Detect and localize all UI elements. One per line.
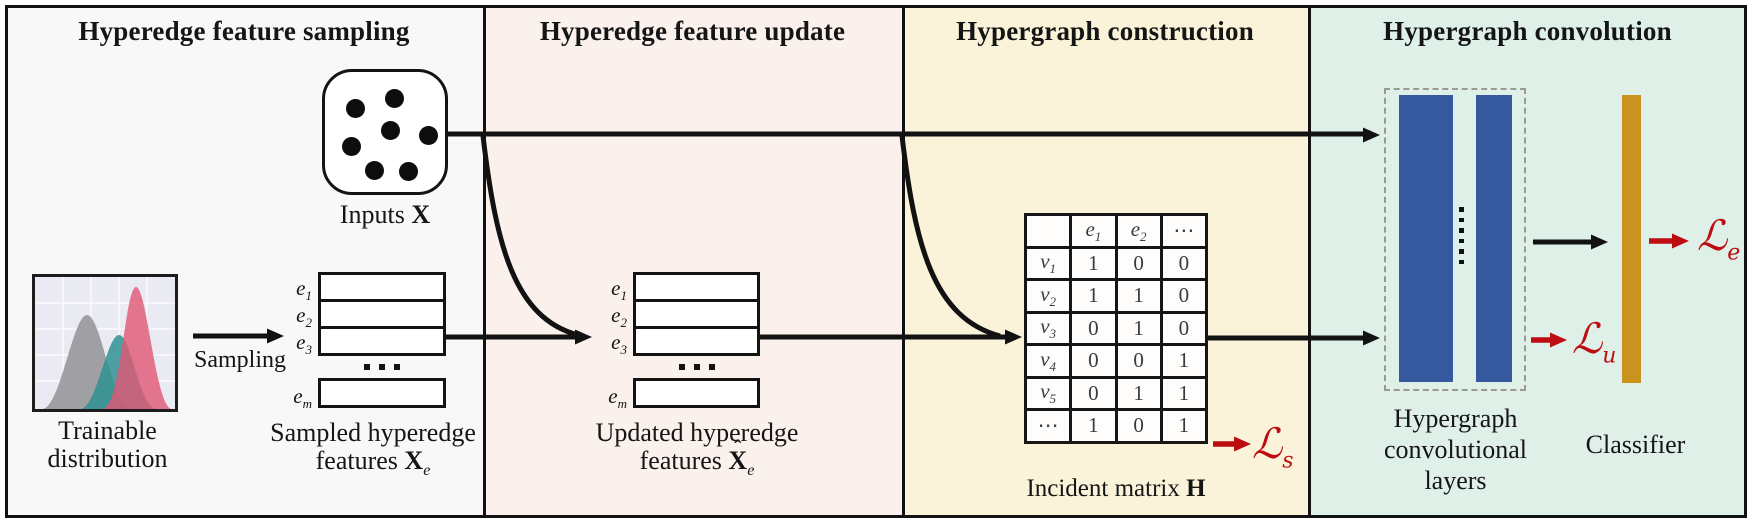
row-label-e2: e2 — [611, 303, 627, 331]
hyperedge-feature-row — [318, 326, 446, 356]
panel-title-construction: Hypergraph construction — [956, 16, 1254, 46]
inputs-label: Inputs X — [339, 200, 431, 229]
matrix-col-header: ⋯ — [1159, 213, 1209, 249]
matrix-cell: 1 — [1114, 310, 1163, 346]
sampled-features-caption: Sampled hyperedge features Xe — [270, 418, 476, 480]
matrix-row-label: v1 — [1023, 245, 1073, 281]
incident-matrix-caption: Incident matrix H — [1026, 475, 1206, 502]
loss-u-label: ℒu — [1572, 314, 1617, 369]
row-label-e3: e3 — [296, 330, 312, 358]
row-label-e1: e1 — [611, 276, 627, 304]
matrix-cell: 0 — [1114, 245, 1163, 281]
node-dot — [381, 121, 400, 140]
matrix-cell: 1 — [1114, 278, 1163, 314]
row-label-em: em — [293, 384, 312, 412]
matrix-row-label: v4 — [1023, 343, 1073, 379]
row-label-e2: e2 — [296, 303, 312, 331]
matrix-cell: 1 — [1069, 408, 1118, 444]
matrix-cell: 0 — [1114, 408, 1163, 444]
hyperedge-feature-row — [318, 299, 446, 329]
row-label-e3: e3 — [611, 330, 627, 358]
incident-matrix-table: e1 e2 ⋯ v1 1 0 0 v2 1 1 0 v3 0 1 0 v4 0 … — [1023, 213, 1209, 444]
matrix-cell: 0 — [1159, 278, 1209, 314]
panel-hypergraph-convolution — [1308, 5, 1747, 518]
matrix-cell: 0 — [1069, 375, 1118, 411]
hyperedge-feature-row — [633, 299, 760, 329]
node-dot — [365, 161, 384, 180]
hat-accent: ˆ — [734, 435, 742, 460]
matrix-cell: 1 — [1159, 375, 1209, 411]
matrix-header-row: e1 e2 ⋯ — [1023, 213, 1209, 249]
matrix-cell: 1 — [1159, 343, 1209, 379]
ellipsis-dots — [633, 364, 760, 370]
matrix-corner-cell — [1023, 213, 1073, 249]
matrix-row-v4: v4 0 0 1 — [1023, 343, 1209, 379]
panel-title-sampling: Hyperedge feature sampling — [78, 16, 410, 46]
node-dot — [399, 162, 418, 181]
hyperedge-feature-row — [633, 378, 760, 408]
matrix-cell: 1 — [1069, 278, 1118, 314]
matrix-row-v2: v2 1 1 0 — [1023, 278, 1209, 314]
matrix-cell: 1 — [1069, 245, 1118, 281]
inputs-node-box — [322, 69, 448, 195]
trainable-distribution-label: Trainable distribution — [47, 416, 168, 473]
matrix-cell: 0 — [1069, 310, 1118, 346]
row-label-e1: e1 — [296, 276, 312, 304]
pink-distribution — [103, 287, 171, 409]
matrix-row-v5: v5 0 1 1 — [1023, 375, 1209, 411]
node-dot — [419, 126, 438, 145]
conv-layers-dashed-box — [1384, 88, 1526, 391]
matrix-row-label: v5 — [1023, 375, 1073, 411]
hyperedge-feature-row — [318, 272, 446, 302]
conv-layer-bar — [1476, 95, 1512, 382]
conv-layer-bar — [1399, 95, 1453, 382]
sampling-label: Sampling — [193, 347, 286, 373]
loss-e-label: ℒe — [1697, 211, 1741, 266]
panel-title-update: Hyperedge feature update — [539, 16, 846, 46]
panel-title-convolution: Hypergraph convolution — [1383, 16, 1672, 46]
matrix-cell: 0 — [1159, 310, 1209, 346]
matrix-cell: 0 — [1114, 343, 1163, 379]
matrix-cell: 0 — [1069, 343, 1118, 379]
matrix-row-ellipsis: ⋯ 1 0 1 — [1023, 408, 1209, 444]
hyperedge-feature-row — [633, 272, 760, 302]
hyperedge-feature-row — [633, 326, 760, 356]
vertical-ellipsis-dots — [1459, 207, 1464, 264]
classifier-bar — [1622, 95, 1641, 383]
matrix-col-header: e1 — [1069, 213, 1118, 249]
node-dot — [342, 137, 361, 156]
matrix-row-label: ⋯ — [1023, 408, 1073, 444]
loss-s-label: ℒs — [1252, 419, 1294, 474]
distribution-curves — [35, 277, 175, 409]
matrix-col-header: e2 — [1114, 213, 1163, 249]
row-label-em: em — [608, 384, 627, 412]
node-dot — [385, 89, 404, 108]
node-dot — [346, 99, 365, 118]
trainable-distribution-plot — [32, 274, 178, 412]
conv-layers-caption: Hypergraph convolutional layers — [1384, 404, 1527, 495]
matrix-cell: 1 — [1159, 408, 1209, 444]
classifier-label: Classifier — [1585, 430, 1686, 459]
matrix-row-label: v2 — [1023, 278, 1073, 314]
matrix-cell: 0 — [1159, 245, 1209, 281]
matrix-row-v1: v1 1 0 0 — [1023, 245, 1209, 281]
matrix-row-label: v3 — [1023, 310, 1073, 346]
matrix-row-v3: v3 0 1 0 — [1023, 310, 1209, 346]
hyperedge-feature-row — [318, 378, 446, 408]
matrix-cell: 1 — [1114, 375, 1163, 411]
ellipsis-dots — [318, 364, 446, 370]
